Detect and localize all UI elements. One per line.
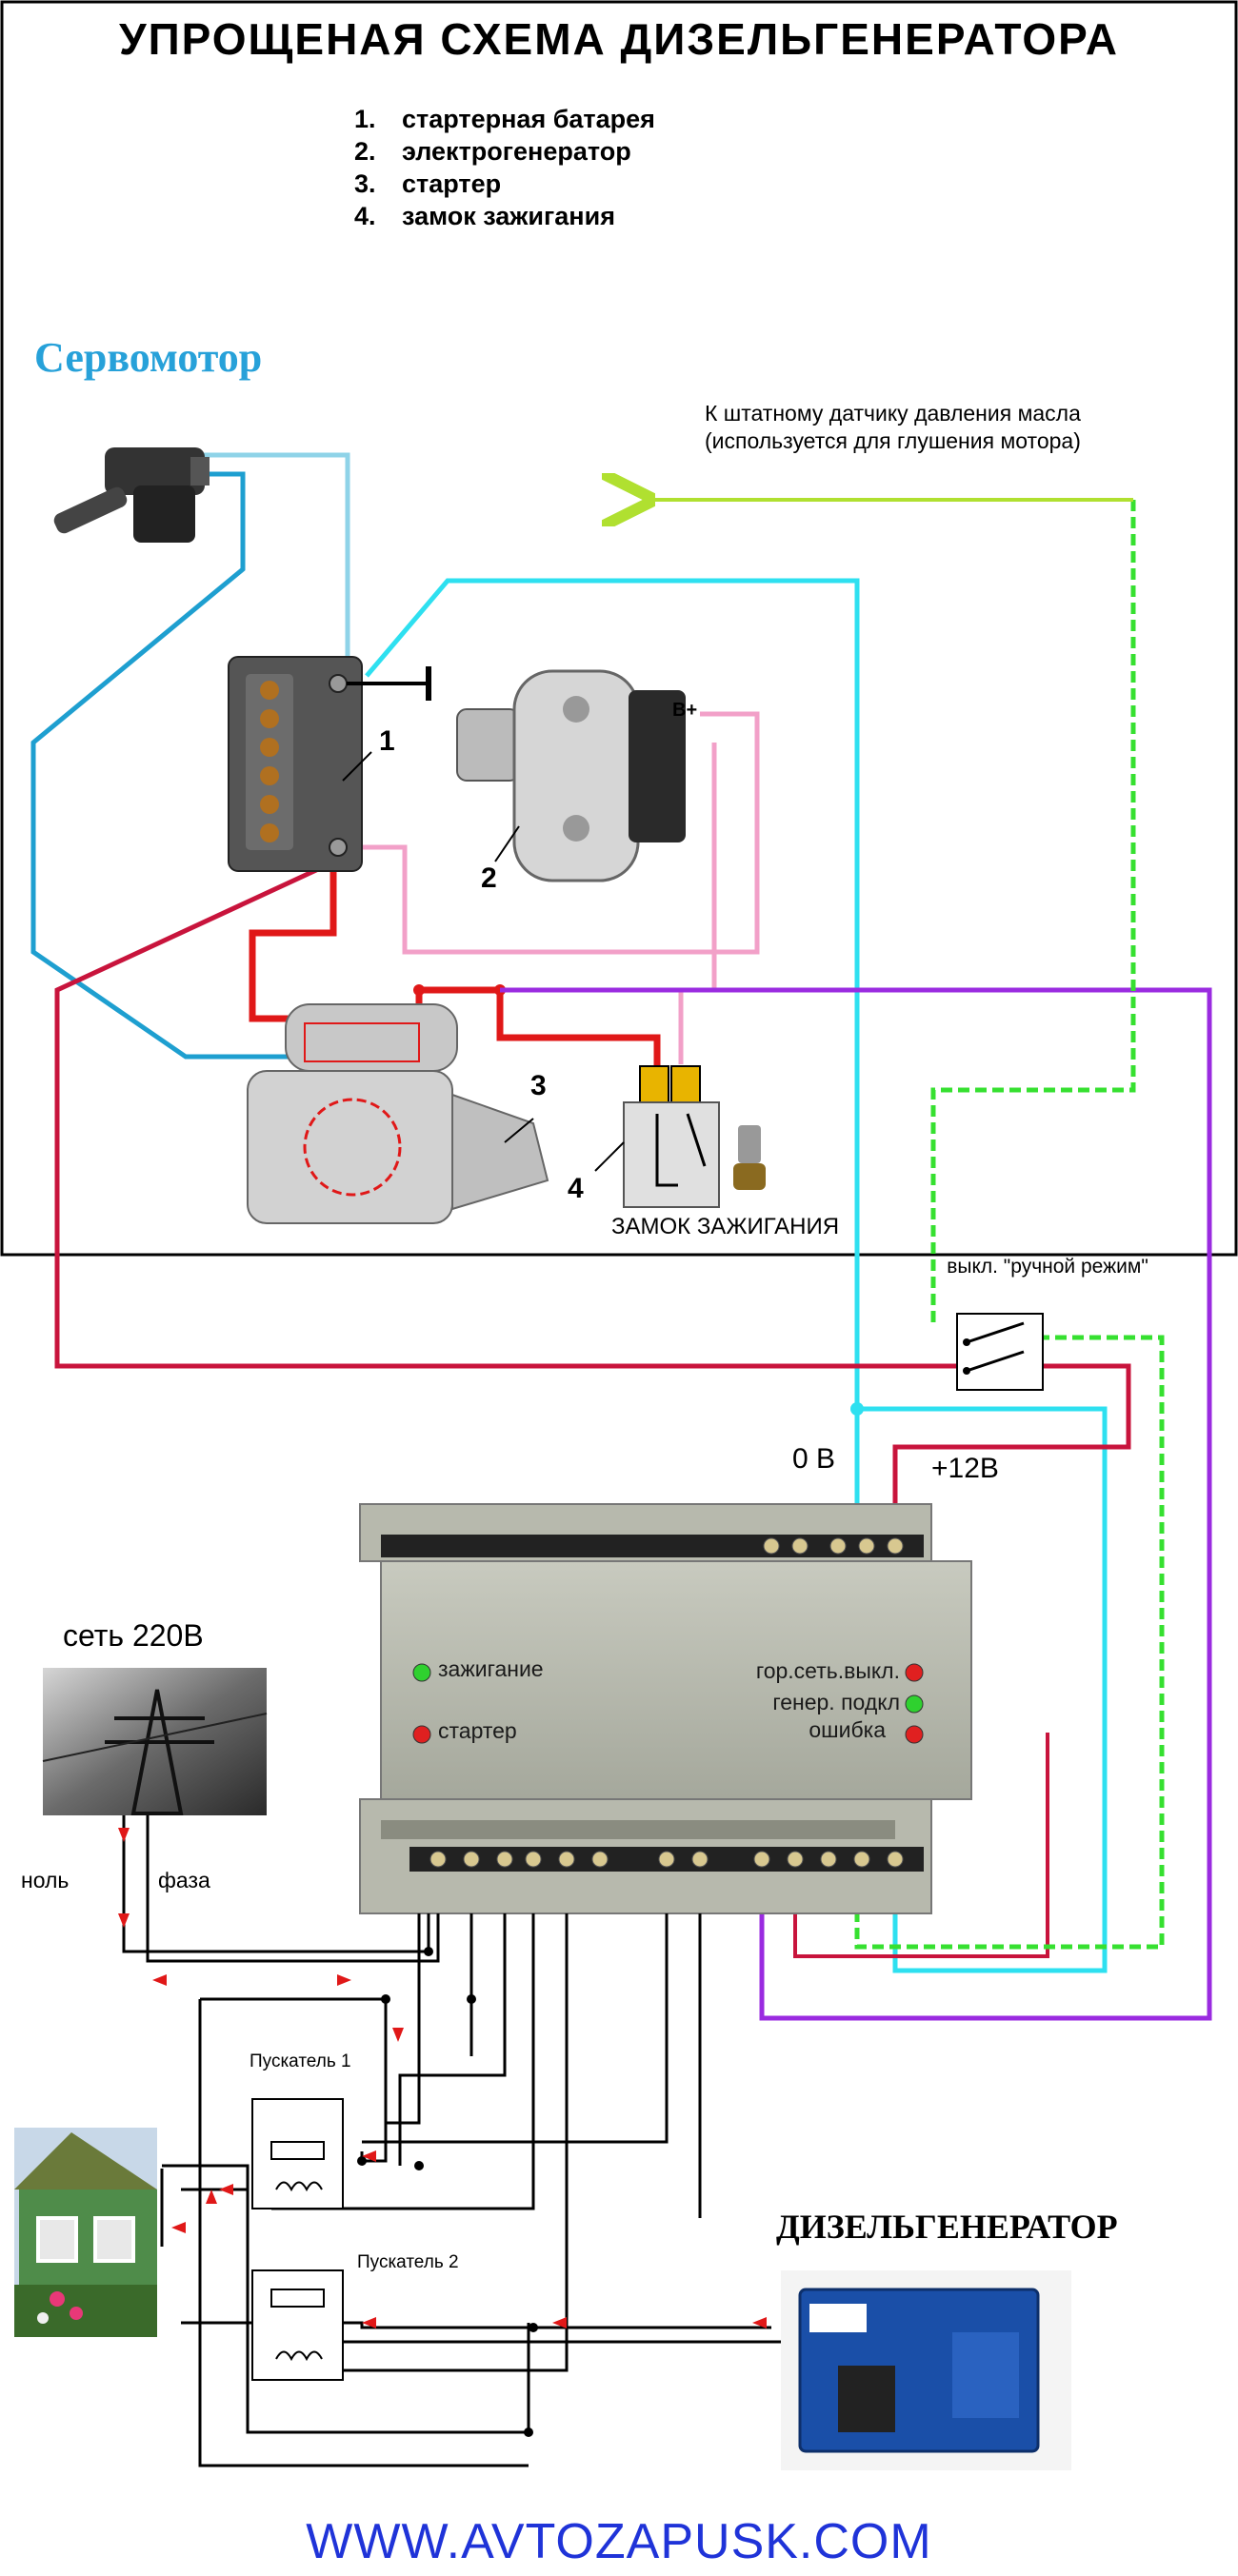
neutral-label: ноль [21, 1868, 70, 1892]
power-wiring [122, 1694, 790, 2467]
legend-text: стартер [402, 169, 502, 198]
wire-cyan-return [857, 1406, 1108, 1973]
wire-pink-battery-plus [338, 711, 760, 955]
junction-dots [357, 1947, 538, 2437]
manual-mode-switch [956, 1313, 1044, 1391]
servomotor [53, 447, 210, 543]
alternator [456, 669, 686, 882]
battery-number: 1 [379, 725, 395, 757]
mains-pylon-image [42, 1668, 268, 1815]
wire-cyan-ground [365, 578, 860, 1504]
wire-green-oil [930, 500, 1136, 1328]
ignition-lock-label: ЗАМОК ЗАЖИГАНИЯ [611, 1214, 840, 1239]
contactor1-label: Пускатель 1 [250, 2051, 351, 2071]
mains-label: сеть 220В [63, 1618, 204, 1653]
controller-box [359, 1503, 972, 1914]
current-flow-arrows [118, 1828, 767, 2328]
controller-leds [412, 1663, 924, 1744]
wire-crimson-12v [54, 862, 957, 1369]
legend-text: замок зажигания [402, 202, 615, 230]
alternator-terminal: B+ [672, 700, 697, 721]
diesel-generator-label: ДИЗЕЛЬГЕНЕРАТОР [776, 2208, 1118, 2246]
contactor-1 [251, 2098, 344, 2209]
plus12-label: +12В [931, 1453, 999, 1484]
legend-item: 3. стартер [354, 168, 655, 200]
contactor-2 [251, 2269, 344, 2381]
wire-servo-blue [30, 471, 319, 1060]
servomotor-label: Сервомотор [34, 334, 263, 381]
legend-number: 2. [354, 137, 376, 166]
zero-volt-label: 0 В [792, 1443, 836, 1475]
contactor2-label: Пускатель 2 [357, 2252, 459, 2272]
junction-dot [850, 1402, 864, 1416]
ignition-lock [594, 1065, 766, 1208]
component-legend: 1.стартерная батарея 2.электрогенератор … [354, 103, 655, 232]
legend-item: 1. стартерная батарея [354, 103, 655, 135]
legend-number: 1. [354, 105, 376, 133]
wire-red-battery-starter [249, 857, 337, 1022]
wire-crimson-12v-out [892, 1363, 1131, 1504]
wire-green-oil-switch [854, 1335, 1165, 1950]
indicator-error-label: ошибка [809, 1717, 886, 1742]
ignition-lock-number: 4 [568, 1173, 584, 1204]
alternator-number: 2 [481, 862, 497, 894]
upper-frame [0, 0, 1238, 1257]
battery [228, 656, 431, 872]
website-url: WWW.AVTOZAPUSK.COM [306, 2514, 932, 2569]
wire-purple-starter [500, 987, 1212, 2021]
manual-switch-label: выкл. "ручной режим" [947, 1256, 1148, 1278]
legend-item: 2. электрогенератор [354, 135, 655, 168]
legend-text: стартерная батарея [402, 105, 655, 133]
phase-label: фаза [158, 1868, 210, 1892]
junction-dot [413, 984, 425, 996]
indicator-starter-label: стартер [438, 1718, 517, 1743]
wire-red-starter-lock [415, 986, 661, 1066]
indicator-gen-connected-label: генер. подкл [772, 1690, 900, 1714]
wire-crimson-return [793, 1733, 1049, 1958]
indicator-ignition-label: зажигание [438, 1656, 544, 1681]
controller-terminals [429, 1537, 904, 1868]
wire-pink-lock [678, 743, 717, 1064]
oil-sensor-note: К штатному датчику давления масла (испол… [705, 401, 1081, 453]
legend-item: 4. замок зажигания [354, 200, 655, 232]
legend-text: электрогенератор [402, 137, 631, 166]
legend-number: 3. [354, 169, 376, 198]
diesel-generator-image [781, 2270, 1071, 2470]
house-image [14, 2128, 157, 2337]
page-title: УПРОЩЕНАЯ СХЕМА ДИЗЕЛЬГЕНЕРАТОРА [118, 14, 1119, 64]
indicator-mains-off-label: гор.сеть.выкл. [755, 1658, 900, 1683]
starter [247, 1003, 549, 1224]
legend-number: 4. [354, 202, 376, 230]
starter-number: 3 [530, 1070, 547, 1101]
wire-servo-lightblue [200, 452, 350, 693]
